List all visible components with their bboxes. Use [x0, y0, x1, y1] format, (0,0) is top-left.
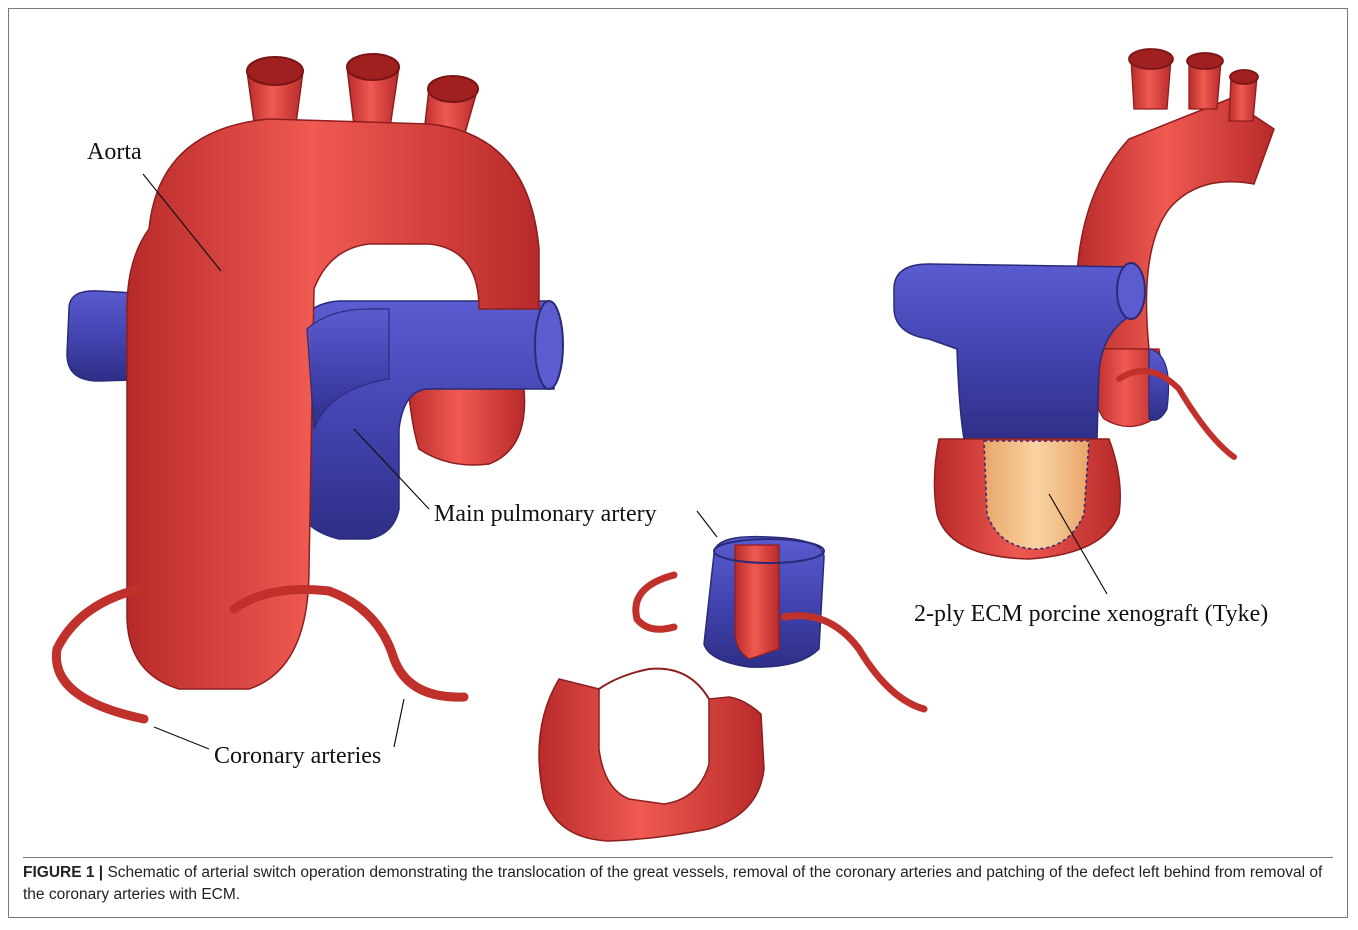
right-illustration: 2-ply ECM porcine xenograft (Tyke): [894, 49, 1274, 627]
arterial-switch-illustration: Aorta Main pulmonary artery Coronary art…: [9, 9, 1349, 849]
label-xenograft: 2-ply ECM porcine xenograft (Tyke): [914, 601, 1268, 627]
figure-panel: Aorta Main pulmonary artery Coronary art…: [8, 8, 1348, 918]
left-illustration: Aorta Main pulmonary artery Coronary art…: [56, 54, 656, 769]
label-main-pulmonary-artery: Main pulmonary artery: [434, 501, 657, 527]
caption-label: FIGURE 1 |: [23, 864, 103, 881]
figure-caption: FIGURE 1 | Schematic of arterial switch …: [23, 857, 1333, 906]
label-aorta: Aorta: [87, 139, 142, 165]
caption-text: Schematic of arterial switch operation d…: [23, 864, 1322, 903]
label-coronary-arteries: Coronary arteries: [214, 743, 381, 769]
middle-illustration: [539, 511, 924, 841]
